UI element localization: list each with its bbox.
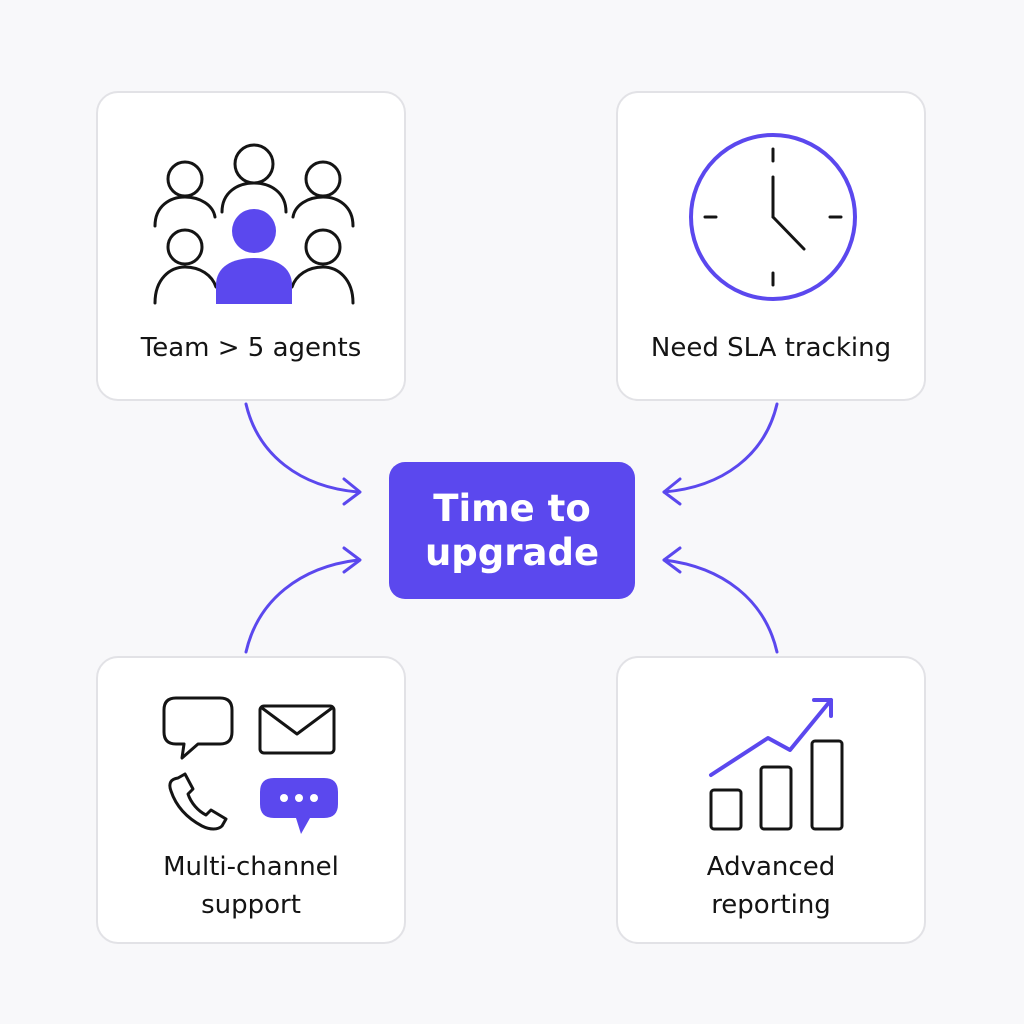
center-upgrade-box: Time to upgrade	[389, 462, 635, 599]
arrow-sla-to-center	[662, 402, 779, 494]
bar-large	[810, 739, 844, 831]
arrow-channel-to-center	[244, 558, 360, 654]
bar-medium	[759, 765, 793, 831]
team-people-icon	[153, 143, 355, 305]
message-dots-icon	[260, 778, 338, 834]
phone-icon	[168, 772, 228, 831]
card-label-sla: Need SLA tracking	[650, 333, 892, 363]
card-team-size: Team > 5 agents	[96, 91, 406, 401]
card-multi-channel: Multi-channel support	[96, 656, 406, 944]
trend-arrow	[709, 698, 833, 777]
card-label-team: Team > 5 agents	[140, 333, 362, 363]
card-sla-tracking: Need SLA tracking	[616, 91, 926, 401]
arrow-team-to-center	[244, 402, 360, 494]
communication-channels-icon	[162, 696, 338, 834]
clock-icon	[689, 133, 857, 301]
envelope-icon	[258, 704, 336, 755]
arrow-report-to-center	[662, 558, 779, 654]
growth-chart-icon	[709, 698, 844, 831]
card-label-channel: Multi-channel support	[163, 852, 339, 920]
bar-small	[709, 788, 743, 831]
chat-bubble-icon	[162, 696, 234, 760]
card-label-report: Advanced reporting	[706, 852, 836, 920]
card-advanced-reporting: Advanced reporting	[616, 656, 926, 944]
